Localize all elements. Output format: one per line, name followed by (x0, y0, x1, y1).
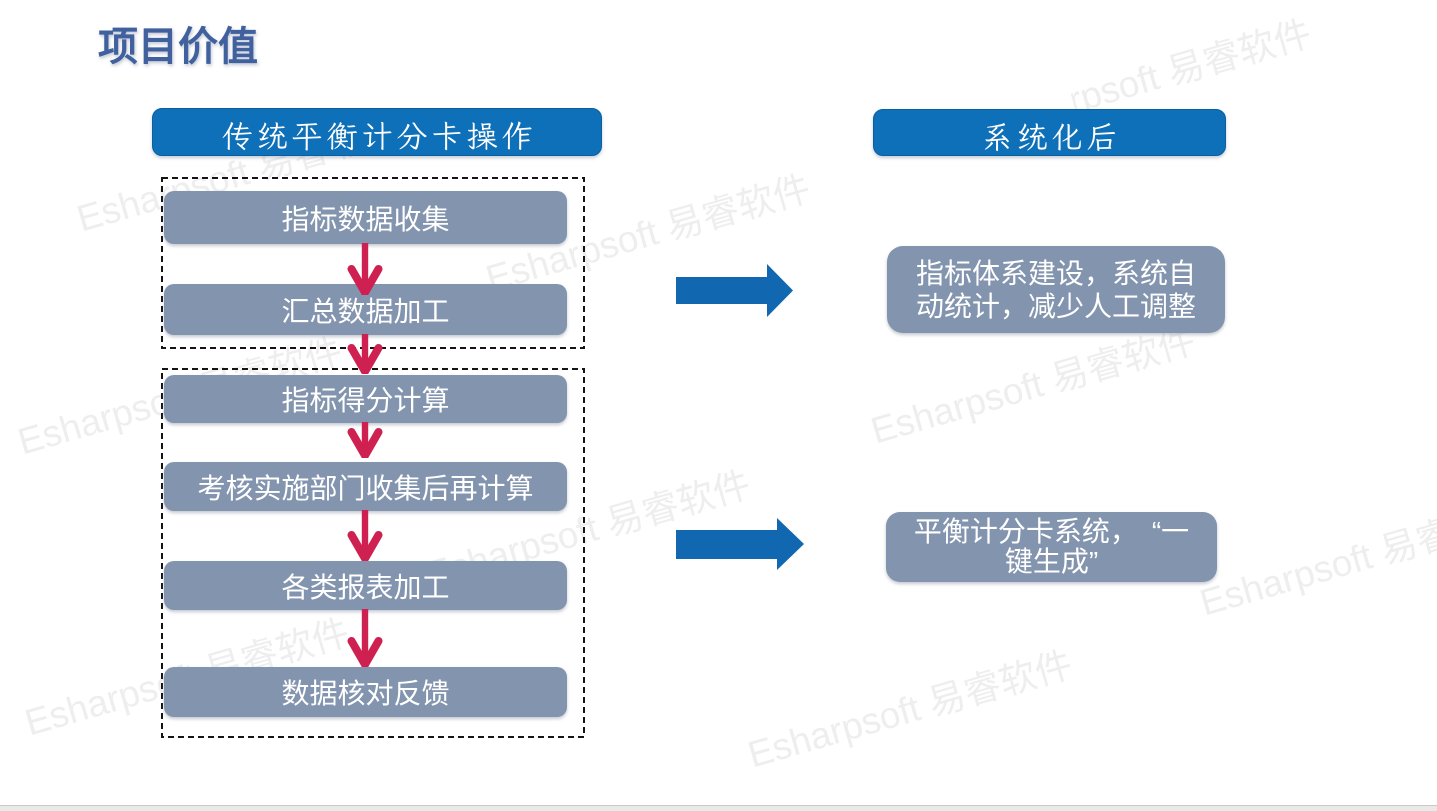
down-arrow-icon (347, 609, 383, 667)
watermark-text: Esharpsoft 易睿软件 (743, 643, 1077, 776)
phase1-group-border (161, 177, 585, 349)
watermark-text: Esharpsoft 易睿软件 (1195, 491, 1437, 624)
outcome-box: 指标体系建设，系统自 动统计，减少人工调整 (887, 246, 1225, 333)
watermark-text: Esharpsoft 易睿软件 (866, 319, 1200, 452)
left-column-header: 传统平衡计分卡操作 (152, 108, 602, 156)
right-header-calligraphy (984, 122, 1116, 152)
right-column-header-label: 系统化后 (874, 110, 1225, 155)
left-column-header-label: 传统平衡计分卡操作 (153, 109, 601, 155)
down-arrow-icon (347, 422, 383, 458)
flow-step-box: 各类报表加工 (164, 561, 567, 610)
down-arrow-icon (347, 243, 383, 295)
right-column-header: 系统化后 (873, 109, 1226, 156)
down-arrow-icon (347, 510, 383, 561)
page-title: 项目价值 (98, 25, 258, 69)
flow-step-box: 数据核对反馈 (164, 667, 567, 717)
down-arrow-icon (347, 334, 383, 374)
bottom-divider (0, 805, 1437, 811)
outcome-box: 平衡计分卡系统， “一 键生成” (886, 512, 1217, 582)
flow-step-box: 指标数据收集 (164, 191, 567, 244)
right-arrow-icon (676, 518, 804, 570)
flow-step-box: 指标得分计算 (164, 375, 567, 423)
left-header-calligraphy (222, 121, 532, 151)
phase2-group-border (161, 368, 585, 738)
right-arrow-icon (676, 264, 793, 317)
flow-step-box: 考核实施部门收集后再计算 (164, 462, 567, 511)
